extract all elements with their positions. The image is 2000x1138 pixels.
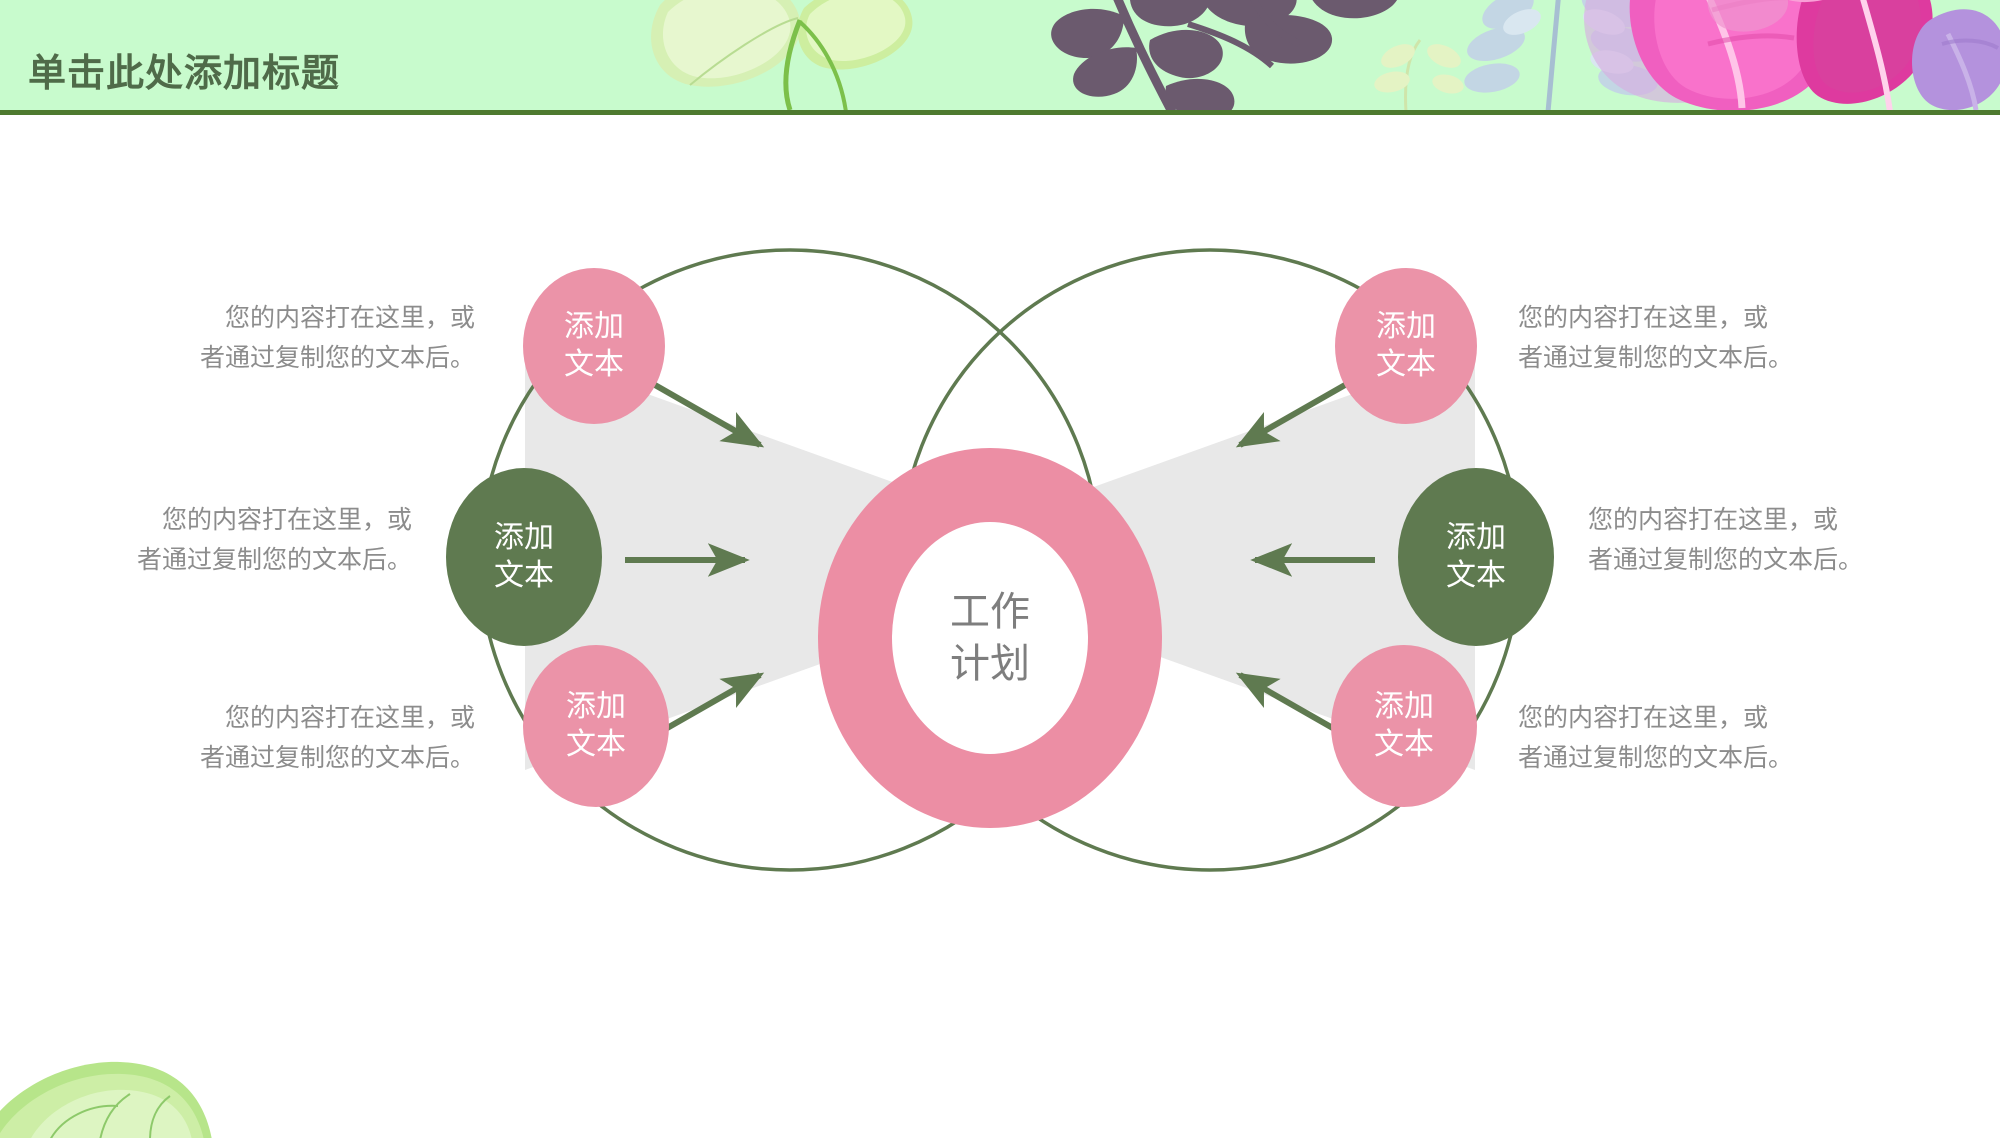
header-divider-rule <box>0 110 2000 115</box>
desc-bottom-right-line1: 您的内容打在这里，或 <box>1518 704 1769 732</box>
node-bottom-left-line2: 文本 <box>566 728 626 761</box>
desc-bottom-left-line2: 者通过复制您的文本后。 <box>199 744 475 772</box>
desc-mid-right-line2: 者通过复制您的文本后。 <box>1588 546 1864 574</box>
desc-top-left-line2: 者通过复制您的文本后。 <box>199 344 475 372</box>
desc-top-right: 您的内容打在这里，或 者通过复制您的文本后。 <box>1518 298 1878 378</box>
desc-top-right-line2: 者通过复制您的文本后。 <box>1518 344 1794 372</box>
node-mid-left-line1: 添加 <box>494 520 554 554</box>
desc-mid-left-line1: 您的内容打在这里，或 <box>161 506 412 534</box>
node-bottom-left-line1: 添加 <box>566 689 626 723</box>
right-fan-shape <box>960 350 1475 770</box>
banner-foliage-decoration <box>651 0 2000 110</box>
node-top-right-line2: 文本 <box>1376 348 1436 381</box>
page-title: 单击此处添加标题 <box>28 53 341 95</box>
node-top-right[interactable]: 添加 文本 <box>1335 268 1477 424</box>
node-top-right-line1: 添加 <box>1376 309 1436 343</box>
left-fan-shape <box>525 350 1040 770</box>
diagram-background-graphics <box>478 248 1522 872</box>
center-label-hole: 工作 计划 <box>892 522 1088 754</box>
desc-mid-left: 您的内容打在这里，或 者通过复制您的文本后。 <box>52 500 412 580</box>
work-plan-diagram: 工作 计划 添加 文本 添加 文本 添加 文本 添加 文本 添加 文本 添加 文… <box>0 120 2000 1000</box>
desc-top-left-line1: 您的内容打在这里，或 <box>224 304 475 332</box>
pale-green-leaf-icon <box>651 0 913 110</box>
node-mid-right[interactable]: 添加 文本 <box>1398 468 1554 646</box>
desc-top-right-line1: 您的内容打在这里，或 <box>1518 304 1769 332</box>
node-top-left[interactable]: 添加 文本 <box>523 268 665 424</box>
node-mid-left-line2: 文本 <box>494 559 554 592</box>
desc-top-left: 您的内容打在这里，或 者通过复制您的文本后。 <box>115 298 475 378</box>
node-top-left-line1: 添加 <box>564 309 624 343</box>
desc-mid-right: 您的内容打在这里，或 者通过复制您的文本后。 <box>1588 500 1948 580</box>
node-mid-left[interactable]: 添加 文本 <box>446 468 602 646</box>
desc-bottom-left-line1: 您的内容打在这里，或 <box>224 704 475 732</box>
node-bottom-right[interactable]: 添加 文本 <box>1331 645 1477 807</box>
node-bottom-left[interactable]: 添加 文本 <box>523 645 669 807</box>
desc-mid-right-line1: 您的内容打在这里，或 <box>1588 506 1839 534</box>
center-label-line1: 工作 <box>950 590 1030 634</box>
node-mid-right-line1: 添加 <box>1446 520 1506 554</box>
node-mid-right-line2: 文本 <box>1446 559 1506 592</box>
center-label-line2: 计划 <box>950 642 1030 686</box>
desc-mid-left-line2: 者通过复制您的文本后。 <box>136 546 412 574</box>
pink-tropical-leaf-icon <box>1584 0 2000 110</box>
node-top-left-line2: 文本 <box>564 348 624 381</box>
node-bottom-right-line2: 文本 <box>1374 728 1434 761</box>
desc-bottom-left: 您的内容打在这里，或 者通过复制您的文本后。 <box>115 698 475 778</box>
center-ring[interactable]: 工作 计划 <box>818 448 1162 828</box>
desc-bottom-right: 您的内容打在这里，或 者通过复制您的文本后。 <box>1518 698 1878 778</box>
slide-header-banner: 单击此处添加标题 <box>0 0 2000 110</box>
desc-bottom-right-line2: 者通过复制您的文本后。 <box>1518 744 1794 772</box>
corner-leaf-decoration <box>0 1061 212 1138</box>
purple-branch-icon <box>1051 0 1398 110</box>
node-bottom-right-line1: 添加 <box>1374 689 1434 723</box>
